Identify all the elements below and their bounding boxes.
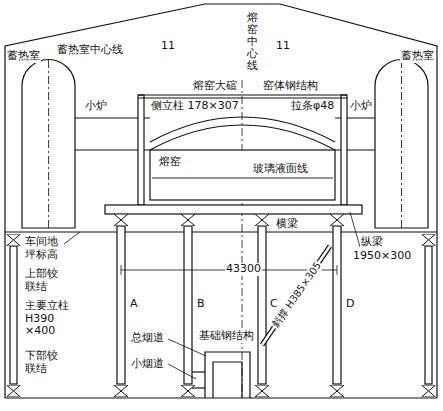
column-letter: D xyxy=(345,298,355,311)
regenerator-label: 蓄热室 xyxy=(400,50,435,63)
hinge-label: 下部铰联结 xyxy=(24,350,62,375)
beam-label: 横梁 xyxy=(275,218,299,231)
tie-rod-label: 拉条φ48 xyxy=(290,100,335,113)
building xyxy=(5,4,437,398)
centerlines xyxy=(49,60,402,398)
column-label: 主要立柱 H390 ×400 xyxy=(24,300,74,338)
dimension-and-leaders xyxy=(64,212,360,379)
foundation-steel xyxy=(10,205,432,384)
foundation-label: 基础钢结构 xyxy=(198,330,255,343)
column-letter: B xyxy=(196,298,206,311)
port-label: 小炉 xyxy=(349,100,373,113)
hinges xyxy=(7,214,436,397)
centerline-label: 熔窑中心线 xyxy=(246,12,259,72)
column-label: 侧立柱 178×307 xyxy=(150,100,240,113)
glass-level-label: 玻璃液面线 xyxy=(252,163,309,176)
melter-label: 熔窑 xyxy=(158,156,182,169)
flue-label: 总烟道 xyxy=(130,332,165,345)
steel-structure-label: 窑体钢结构 xyxy=(262,80,319,93)
hinge-label: 上部铰联结 xyxy=(24,268,62,293)
melter xyxy=(138,95,347,205)
column-letter: A xyxy=(129,298,139,311)
column-letter: C xyxy=(269,298,279,311)
section-mark: 11 xyxy=(160,40,176,53)
section-mark: 11 xyxy=(275,40,291,53)
flue-label: 小烟道 xyxy=(130,358,165,371)
floor-level-label: 车间地坪标高 xyxy=(24,236,62,261)
dimension: 1950×300 xyxy=(352,250,412,263)
beam-label: 纵梁 xyxy=(360,236,384,249)
flues xyxy=(192,352,250,398)
ports xyxy=(75,118,375,150)
dimension: 43300 xyxy=(225,263,262,276)
regenerators xyxy=(22,60,428,229)
regenerator-label: 蓄热室 xyxy=(6,50,41,63)
crown-label: 熔窑大碹 xyxy=(192,80,238,93)
centerline-label: 蓄热室中心线 xyxy=(56,44,124,57)
port-label: 小炉 xyxy=(84,100,108,113)
